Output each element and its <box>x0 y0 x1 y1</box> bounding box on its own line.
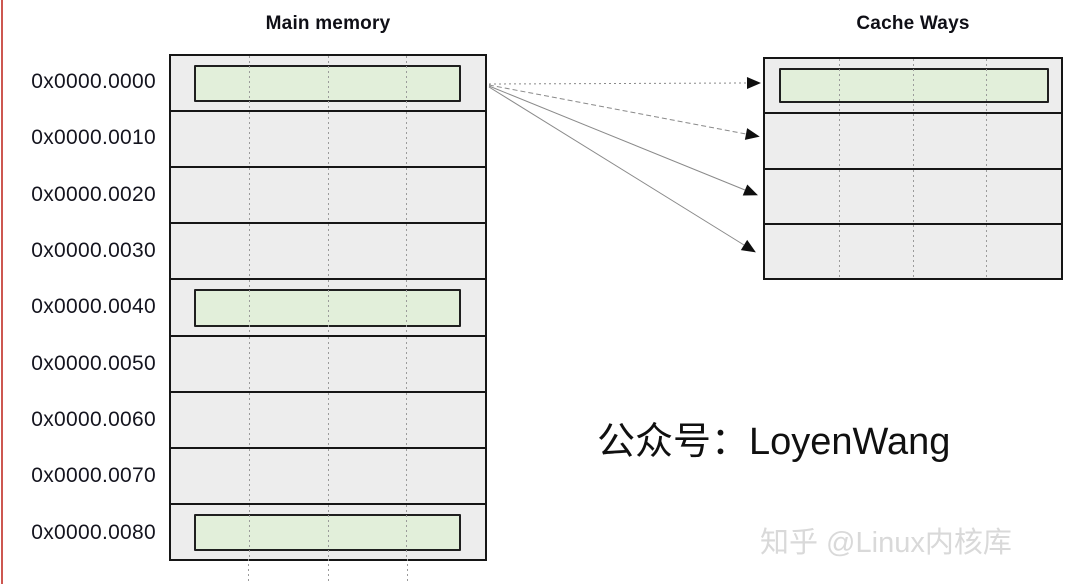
cached-line-block <box>194 513 461 551</box>
memory-row-0x0000.0080 <box>169 502 487 561</box>
arrow-to-way-3 <box>488 86 756 253</box>
arrow-to-way-2 <box>488 85 758 196</box>
memory-row-0x0000.0000 <box>169 54 487 113</box>
address-label: 0x0000.0020 <box>31 183 156 206</box>
arrow-to-way-1 <box>488 84 760 140</box>
left-edge-marker <box>1 0 3 584</box>
main-memory-table <box>169 54 487 561</box>
memory-row-0x0000.0060 <box>169 390 487 449</box>
memory-row-0x0000.0020 <box>169 166 487 225</box>
address-label: 0x0000.0070 <box>31 464 156 487</box>
cached-line-block <box>194 65 461 103</box>
address-label: 0x0000.0050 <box>31 352 156 375</box>
cache-line-block <box>779 68 1049 104</box>
memory-row-0x0000.0030 <box>169 222 487 281</box>
memory-row-0x0000.0040 <box>169 278 487 337</box>
cached-line-block <box>194 289 461 327</box>
column-guide-lines <box>169 559 487 584</box>
memory-row-0x0000.0010 <box>169 110 487 169</box>
address-label: 0x0000.0030 <box>31 239 156 262</box>
cache-way-3 <box>763 222 1063 280</box>
main-memory-title: Main memory <box>265 13 391 34</box>
address-label: 0x0000.0010 <box>31 126 156 149</box>
address-label: 0x0000.0080 <box>31 521 156 544</box>
cache-ways-title: Cache Ways <box>856 13 970 34</box>
cache-way-1 <box>763 112 1063 170</box>
cache-ways-table <box>763 57 1063 280</box>
address-label: 0x0000.0000 <box>31 70 156 93</box>
arrow-to-way-0 <box>488 77 761 89</box>
memory-row-0x0000.0050 <box>169 334 487 393</box>
memory-row-0x0000.0070 <box>169 446 487 505</box>
cache-way-2 <box>763 167 1063 225</box>
watermark-zhihu: 知乎 @Linux内核库 <box>760 527 1012 559</box>
watermark-loyenwang: 公众号：LoyenWang <box>597 421 951 463</box>
address-label: 0x0000.0060 <box>31 408 156 431</box>
address-label: 0x0000.0040 <box>31 295 156 318</box>
cache-way-0 <box>763 57 1063 115</box>
